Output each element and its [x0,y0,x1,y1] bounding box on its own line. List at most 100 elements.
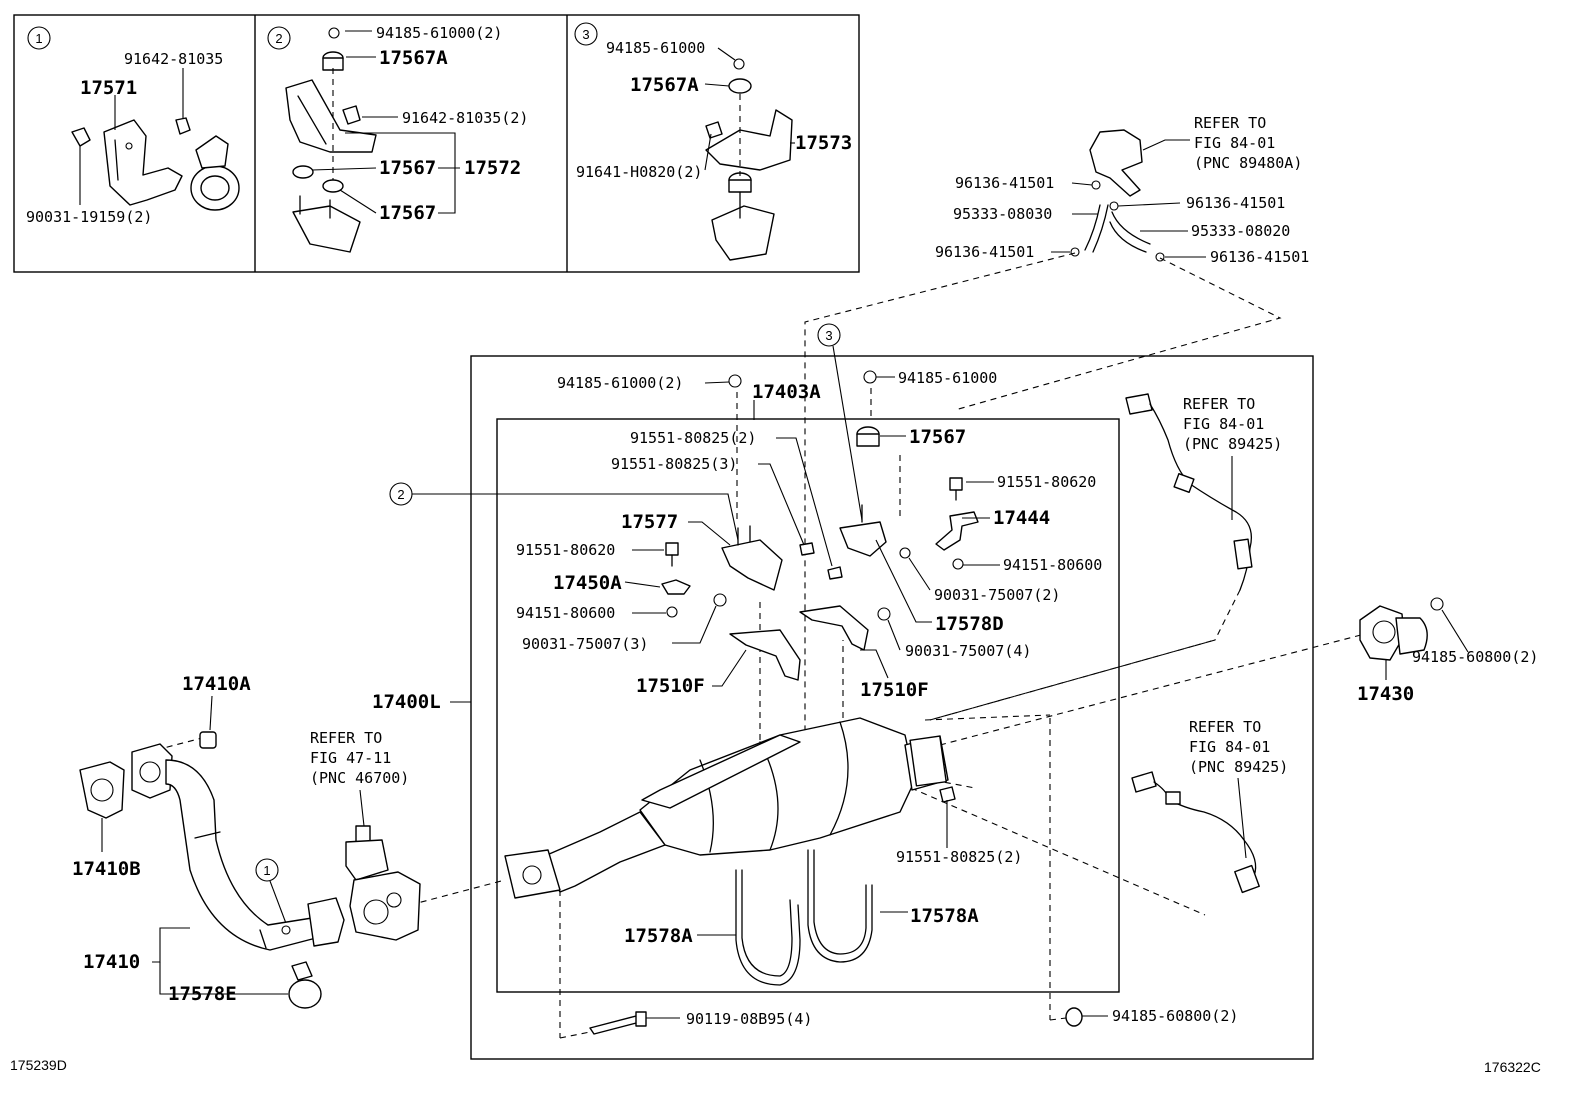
tail-pipe-17430-drawing [1395,617,1428,655]
front-pipe-group: 17410A 17410B 17410 17578E [72,673,345,1009]
inset2-label-17567-upper: 17567 [379,157,436,179]
label-96136-a: 96136-41501 [955,174,1054,192]
label-91551-80825-2: 91551-80825(2) [630,429,756,447]
bolt-90119-08B95 [589,1015,641,1035]
figure-id-right: 176322C [1484,1059,1541,1075]
label-17567-main: 17567 [909,426,966,448]
figure-id-left: 175239D [10,1057,67,1073]
main-frame-fasteners [589,370,1083,1035]
label-96136-d: 96136-41501 [1210,248,1309,266]
exhaust-valve-group: REFER TO FIG 47-11 (PNC 46700) [310,729,421,941]
inlet-pipe-drawing [539,811,666,893]
label-95333-08030: 95333-08030 [953,205,1052,223]
diagram-frames [13,14,1314,1060]
label-17410B: 17410B [72,858,141,880]
label-91551-80620-right: 91551-80620 [997,473,1096,491]
label-17450A: 17450A [553,572,622,594]
refer-89480A-line2: FIG 84-01 [1194,134,1275,152]
label-17410A: 17410A [182,673,251,695]
label-17578A-left: 17578A [624,925,693,947]
label-17444: 17444 [993,507,1050,529]
label-17578E: 17578E [168,983,237,1005]
bracket-17450A-drawing [661,579,691,595]
bolt-91551-80825-lower [939,786,956,803]
svg-text:3: 3 [582,27,589,42]
svg-text:1: 1 [263,863,270,878]
inset3-label-91641: 91641-H0820(2) [576,163,702,181]
gasket-17410A-drawing [199,731,217,749]
svg-text:2: 2 [397,487,404,502]
inset-3-number: 3 [574,22,598,46]
inset3-label-17567A: 17567A [630,74,699,96]
inset2-label-17567-lower: 17567 [379,202,436,224]
refer-89425-lower-line3: (PNC 89425) [1189,758,1288,776]
refer-46700-line2: FIG 47-11 [310,749,391,767]
inset2-label-17572: 17572 [464,157,521,179]
callout-2-marker: 2 [389,482,739,541]
svg-text:2: 2 [275,31,282,46]
label-90031-75007-3: 90031-75007(3) [522,635,648,653]
bracket-17578D-drawing [839,521,887,557]
catalytic-assembly-outer-frame [470,355,1314,1060]
bolt-91551-80620-left [665,542,679,556]
callout-3-marker: 3 [817,323,863,521]
vacuum-sensor-hose-group: REFER TO FIG 84-01 (PNC 89480A) 96136-41… [935,114,1309,266]
inset3-label-17573: 17573 [795,132,852,154]
oxygen-sensor-upper: REFER TO FIG 84-01 (PNC 89425) [929,393,1282,721]
insulator-17510F-right [799,605,869,651]
stay-17444-drawing [935,511,979,551]
front-pipe-outlet-flange [307,897,345,947]
oxygen-sensor-lower: REFER TO FIG 84-01 (PNC 89425) [1131,718,1288,894]
assembly-guide-lines [155,252,1381,1039]
label-17430: 17430 [1357,683,1414,705]
label-17577: 17577 [621,511,678,533]
inset-strip-frame [13,14,860,273]
refer-46700-line3: (PNC 46700) [310,769,409,787]
cushion-17567-upper [292,165,314,179]
label-90031-75007-4: 90031-75007(4) [905,642,1031,660]
inset2-label-91642: 91642-81035(2) [402,109,528,127]
bolt-drawing-2 [71,127,91,147]
catalytic-assembly-inner-frame [496,418,1120,993]
bracket-17571-drawing [103,119,183,206]
front-pipe-17410-drawing [165,759,317,951]
svg-text:3: 3 [825,328,832,343]
label-91551-80620-left: 91551-80620 [516,541,615,559]
inset2-label-94185: 94185-61000(2) [376,24,502,42]
label-94151-80600-right: 94151-80600 [1003,556,1102,574]
label-90031-75007-2: 90031-75007(2) [934,586,1060,604]
label-94151-80600-left: 94151-80600 [516,604,615,622]
bolt-91551-80620-right [949,477,963,491]
inset-1-number: 1 [27,26,51,50]
inset-2-parts: 94185-61000(2) 17567A 91642-81035(2) 175… [285,24,528,253]
refer-89425-lower-line2: FIG 84-01 [1189,738,1270,756]
label-94185-60800-lower: 94185-60800(2) [1112,1007,1238,1025]
label-96136-b: 96136-41501 [1186,194,1285,212]
inset3-label-94185: 94185-61000 [606,39,705,57]
refer-89425-upper-line1: REFER TO [1183,395,1255,413]
cushion-17567A-inset3 [728,78,752,94]
label-17400L: 17400L [372,691,441,713]
label-95333-08020: 95333-08020 [1191,222,1290,240]
converter-body-drawing [639,717,916,856]
pressure-sensor-drawing [1089,129,1143,197]
label-94185-60800-right: 94185-60800(2) [1412,648,1538,666]
main-frame-leaders [450,376,1108,1019]
label-17410: 17410 [83,951,140,973]
inset1-label-91642: 91642-81035 [124,50,223,68]
bracket-17573-drawing [705,109,793,171]
refer-89480A-line3: (PNC 89480A) [1194,154,1302,172]
main-frame-labels: 94185-61000(2) 17403A 94185-61000 91551-… [372,369,1238,1028]
refer-46700-line1: REFER TO [310,729,382,747]
u-bolt-17578A-left [735,869,801,986]
hose-95333-08020 [1111,211,1151,245]
nut-94185-60800-lower [1065,1007,1083,1027]
inset-1-parts: 91642-81035 17571 90031-19159(2) [26,50,240,226]
u-bolt-17578A-right [807,849,873,963]
callout-1-marker: 1 [255,858,288,927]
label-17578A-right: 17578A [910,905,979,927]
bolt-drawing [175,117,191,135]
nut-94185-60800-right [1430,597,1444,611]
label-94185-61000-2: 94185-61000(2) [557,374,683,392]
label-17578D: 17578D [935,613,1004,635]
